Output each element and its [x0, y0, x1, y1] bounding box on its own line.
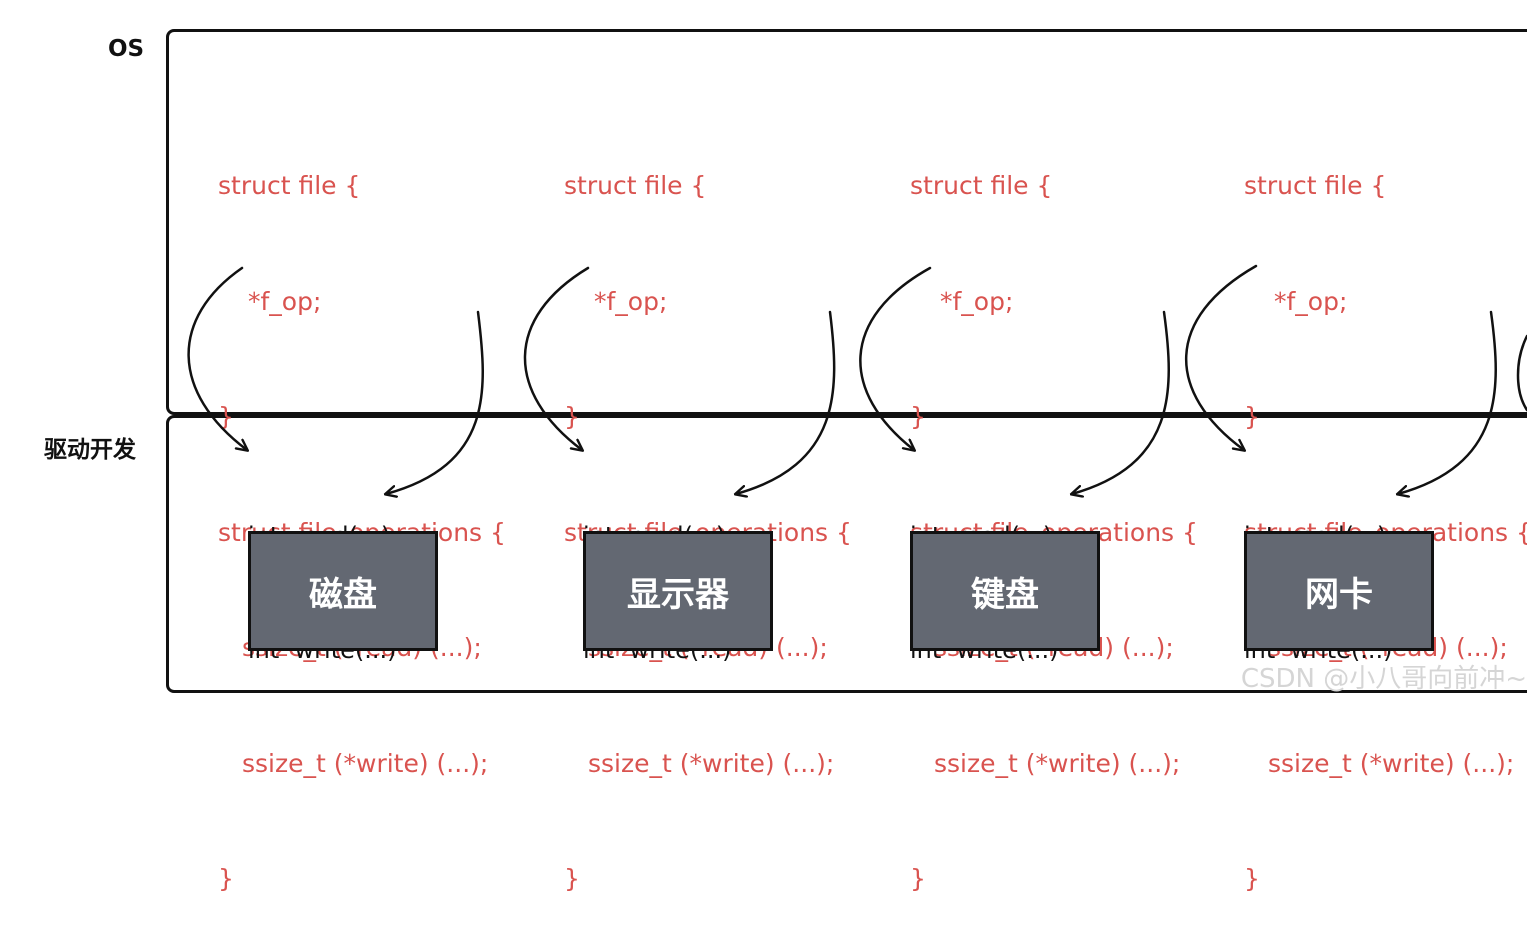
code-line: *f_op;	[594, 286, 668, 316]
device-keyboard: 键盘	[910, 531, 1100, 651]
code-line: struct file {	[564, 171, 707, 200]
code-line: struct file {	[910, 171, 1053, 200]
device-disk: 磁盘	[248, 531, 438, 651]
write-pointer-arrow	[386, 310, 484, 494]
device-network-card: 网卡	[1244, 531, 1434, 651]
code-line: *f_op;	[1274, 286, 1348, 316]
code-line: ssize_t (*write) (...);	[1268, 748, 1515, 778]
os-layer-box	[166, 29, 1527, 415]
read-pointer-arrow	[1184, 264, 1258, 450]
device-display: 显示器	[583, 531, 773, 651]
partial-pointer-arrow	[1516, 334, 1527, 412]
driver-layer-label: 驱动开发	[44, 437, 136, 463]
code-line: ssize_t (*write) (...);	[242, 748, 489, 778]
code-line: *f_op;	[248, 286, 322, 316]
read-pointer-arrow	[859, 266, 932, 450]
code-line: struct file {	[218, 171, 361, 200]
code-line: }	[1244, 402, 1260, 431]
os-layer-label: OS	[108, 36, 145, 62]
write-pointer-arrow	[736, 310, 836, 494]
code-line: *f_op;	[940, 286, 1014, 316]
read-pointer-arrow	[523, 266, 590, 450]
code-line: }	[564, 864, 580, 893]
code-line: }	[910, 864, 926, 893]
code-line: ssize_t (*write) (...);	[588, 748, 835, 778]
code-line: ssize_t (*write) (...);	[934, 748, 1181, 778]
code-line: }	[910, 402, 926, 431]
code-line: struct file {	[1244, 171, 1387, 200]
write-pointer-arrow	[1072, 310, 1170, 494]
write-pointer-arrow	[1398, 310, 1497, 494]
read-pointer-arrow	[187, 266, 247, 450]
code-line: }	[1244, 864, 1260, 893]
code-line: }	[218, 864, 234, 893]
watermark: CSDN @小八哥向前冲~	[1240, 664, 1527, 694]
pointer-arrows	[187, 264, 1527, 702]
code-line: }	[218, 402, 234, 431]
code-line: }	[564, 402, 580, 431]
